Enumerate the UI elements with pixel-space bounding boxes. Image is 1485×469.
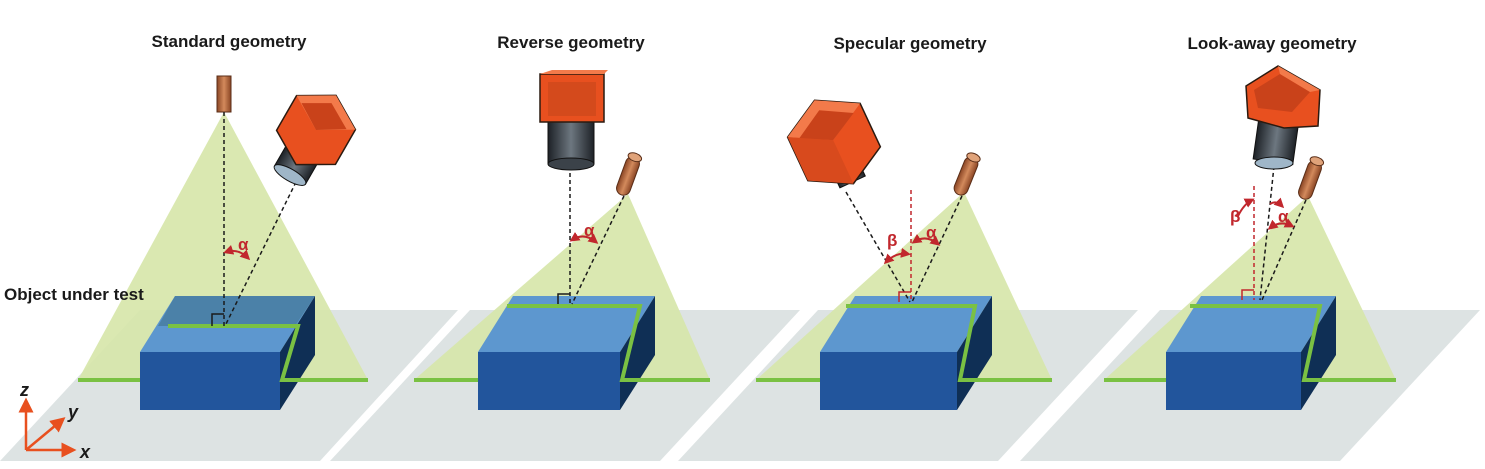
view-ray — [1259, 165, 1275, 301]
laser-beam — [1261, 199, 1307, 301]
y-axis-label: y — [67, 402, 79, 422]
panel-specular: β α Specular geometry — [678, 34, 1138, 461]
right-angle-mark — [211, 313, 224, 326]
camera — [786, 99, 882, 189]
block-top — [1166, 296, 1336, 352]
panel-title: Standard geometry — [152, 32, 307, 51]
beta-label: β — [887, 231, 897, 250]
panel-title: Reverse geometry — [497, 33, 645, 52]
alpha-arc — [911, 233, 941, 246]
block-top — [478, 296, 655, 352]
panel-title: Look-away geometry — [1187, 34, 1357, 53]
x-axis-label: x — [79, 442, 91, 462]
laser-head — [1298, 156, 1325, 200]
camera — [1245, 65, 1321, 170]
laser-beam — [571, 195, 625, 305]
axis-triad: z y x — [18, 380, 91, 462]
panel-title: Specular geometry — [833, 34, 987, 53]
alpha-arc — [223, 245, 251, 261]
alpha-arc-top — [1269, 197, 1285, 209]
z-axis-label: z — [19, 380, 29, 400]
panel-lookaway: β α Look-away geometry — [1020, 34, 1480, 461]
block-top-rear — [158, 296, 315, 326]
laser-beam — [911, 195, 963, 303]
laser-line-block — [846, 304, 1052, 382]
alpha-label: α — [584, 221, 595, 240]
laser-head — [953, 152, 981, 196]
alpha-label: α — [926, 223, 937, 242]
beta-label: β — [1230, 207, 1240, 226]
laser-line-block — [507, 304, 710, 382]
object-under-test-label: Object under test — [4, 285, 144, 304]
laser-head — [216, 75, 232, 113]
laser-line-block — [168, 324, 368, 382]
laser-line-block — [1190, 304, 1396, 382]
block-front — [478, 352, 620, 410]
alpha-arc — [569, 231, 599, 244]
camera — [273, 94, 357, 186]
camera — [539, 70, 608, 171]
panel-reverse: α Reverse geometry — [330, 33, 800, 461]
block-front — [820, 352, 957, 410]
right-angle-mark — [1241, 289, 1254, 300]
view-ray — [225, 181, 297, 325]
laser-head — [616, 152, 643, 196]
alpha-label: α — [238, 235, 249, 254]
panel-standard: α Standard geometry — [0, 32, 458, 461]
view-ray — [845, 191, 911, 303]
alpha-label: α — [1278, 207, 1289, 226]
right-angle-mark — [557, 293, 570, 304]
right-angle-mark — [898, 291, 911, 302]
block-front — [140, 352, 280, 410]
y-axis — [25, 417, 66, 451]
alpha-arc — [1267, 218, 1295, 230]
block-top — [820, 296, 992, 352]
beta-arc — [1237, 198, 1255, 217]
block-front — [1166, 352, 1301, 410]
beta-arc — [883, 247, 911, 265]
